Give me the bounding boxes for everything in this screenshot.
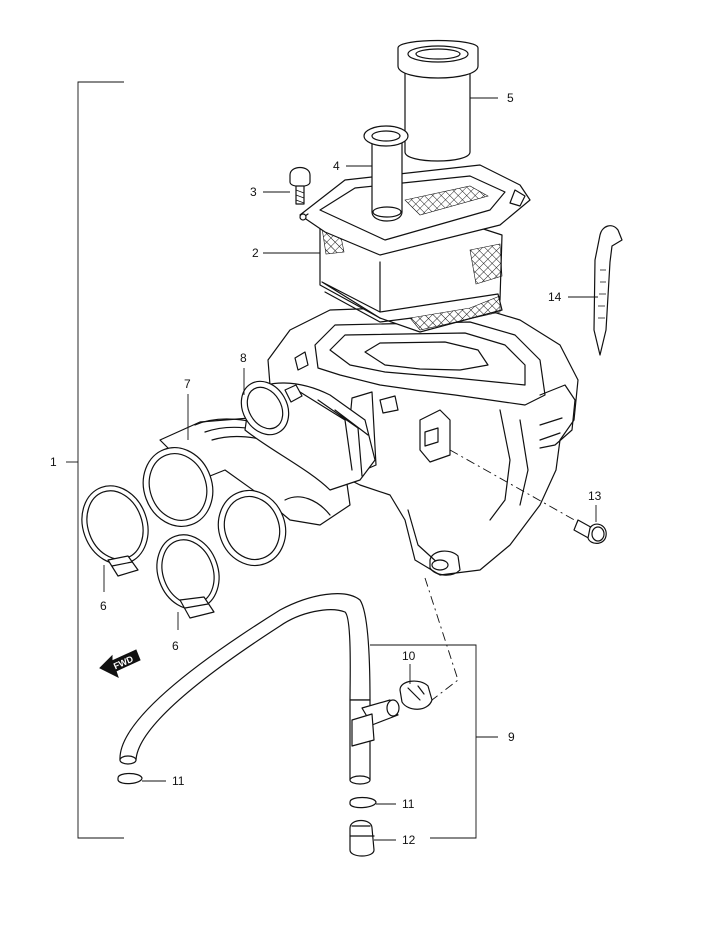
callout-10: 10 xyxy=(402,649,416,663)
hose-clamp-10 xyxy=(399,680,433,710)
screw-3 xyxy=(289,166,311,205)
leader-lines xyxy=(103,97,598,841)
callout-11-right: 11 xyxy=(402,797,415,811)
boot-8 xyxy=(240,380,376,491)
breather-hose-9 xyxy=(119,593,400,785)
assembly-bracket-1 xyxy=(66,81,124,839)
callout-6-lower: 6 xyxy=(172,639,179,653)
callout-1: 1 xyxy=(50,455,57,469)
clip-11-right xyxy=(349,796,377,809)
callout-8: 8 xyxy=(240,351,247,365)
clamp-6-upper xyxy=(81,485,149,577)
callout-2: 2 xyxy=(252,246,259,260)
callout-12: 12 xyxy=(402,833,416,847)
reference-lines xyxy=(424,449,579,701)
fwd-label: FWD xyxy=(112,654,135,672)
callout-4: 4 xyxy=(333,159,340,173)
bolt-13 xyxy=(573,519,607,544)
callout-11-left: 11 xyxy=(172,774,185,788)
plug-12 xyxy=(349,819,375,857)
callout-6-upper: 6 xyxy=(100,599,107,613)
fwd-arrow-icon: FWD xyxy=(99,649,141,678)
clip-11-left xyxy=(117,772,143,785)
element-top-frame xyxy=(299,164,531,256)
intake-duct-4 xyxy=(363,125,409,222)
callout-14: 14 xyxy=(548,290,562,304)
callout-labels: 1 2 3 4 5 6 6 7 8 9 10 11 11 12 13 14 xyxy=(50,91,602,847)
callout-5: 5 xyxy=(507,91,514,105)
callout-13: 13 xyxy=(588,489,602,503)
callout-7: 7 xyxy=(184,377,191,391)
clamp-6-lower xyxy=(156,534,220,619)
callout-3: 3 xyxy=(250,185,257,199)
callout-9: 9 xyxy=(508,730,515,744)
tie-strap-14 xyxy=(593,225,623,356)
intake-duct-5 xyxy=(397,39,479,162)
